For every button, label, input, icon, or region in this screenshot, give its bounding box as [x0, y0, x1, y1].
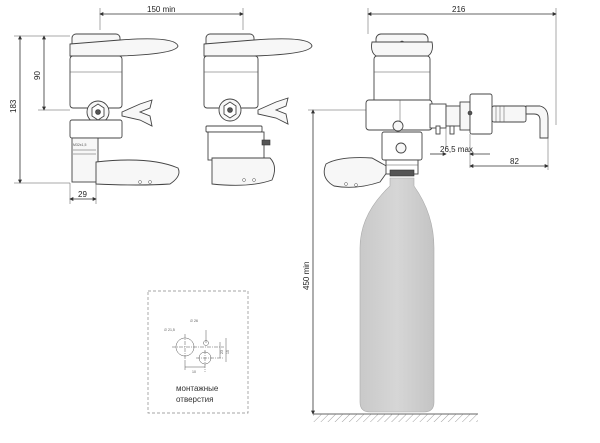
dimension-183-label: 183 — [9, 99, 18, 113]
dimension-26-5-max: 26,5 max — [430, 128, 490, 168]
faucet-side-view — [203, 33, 313, 186]
mounting-holes-diagram: ∅ 21,5 ∅ 26 15 23 10 монтажные отверстия — [147, 290, 249, 414]
dimension-82: 82 — [469, 138, 549, 170]
faucet-mounted-view: 450 min — [302, 33, 549, 415]
mounting-hole-r-label: ∅ 26 — [190, 319, 198, 323]
mounting-hole-diameter-label: ∅ 21,5 — [164, 328, 175, 332]
dimension-216: 216 — [367, 5, 557, 125]
dimension-90: 90 — [33, 35, 70, 111]
dimension-26-5-label: 26,5 max — [440, 145, 473, 154]
mounting-holes-caption-line2: отверстия — [176, 395, 213, 404]
mounting-hole-b-label: 23 — [220, 350, 224, 354]
thread-marking: M32x1,5 — [73, 143, 86, 147]
dimension-150-min: 150 min — [99, 5, 244, 30]
mounting-hole-c-label: 10 — [192, 370, 196, 374]
dimension-29-label: 29 — [78, 190, 87, 199]
dimension-90-label: 90 — [33, 71, 42, 80]
bottle — [359, 177, 435, 413]
dimension-29: 29 — [69, 183, 97, 204]
dimension-183: 183 — [9, 35, 70, 184]
faucet-front-view: M32x1,5 — [69, 33, 180, 186]
dimension-450-label: 450 min — [302, 262, 311, 290]
mounting-hole-a-label: 15 — [226, 350, 230, 354]
mounting-holes-caption-line1: монтажные — [176, 384, 219, 393]
floor-surface — [313, 413, 478, 422]
dimension-216-label: 216 — [452, 5, 466, 14]
dimension-82-label: 82 — [510, 157, 519, 166]
dimension-150-label: 150 min — [147, 5, 175, 14]
